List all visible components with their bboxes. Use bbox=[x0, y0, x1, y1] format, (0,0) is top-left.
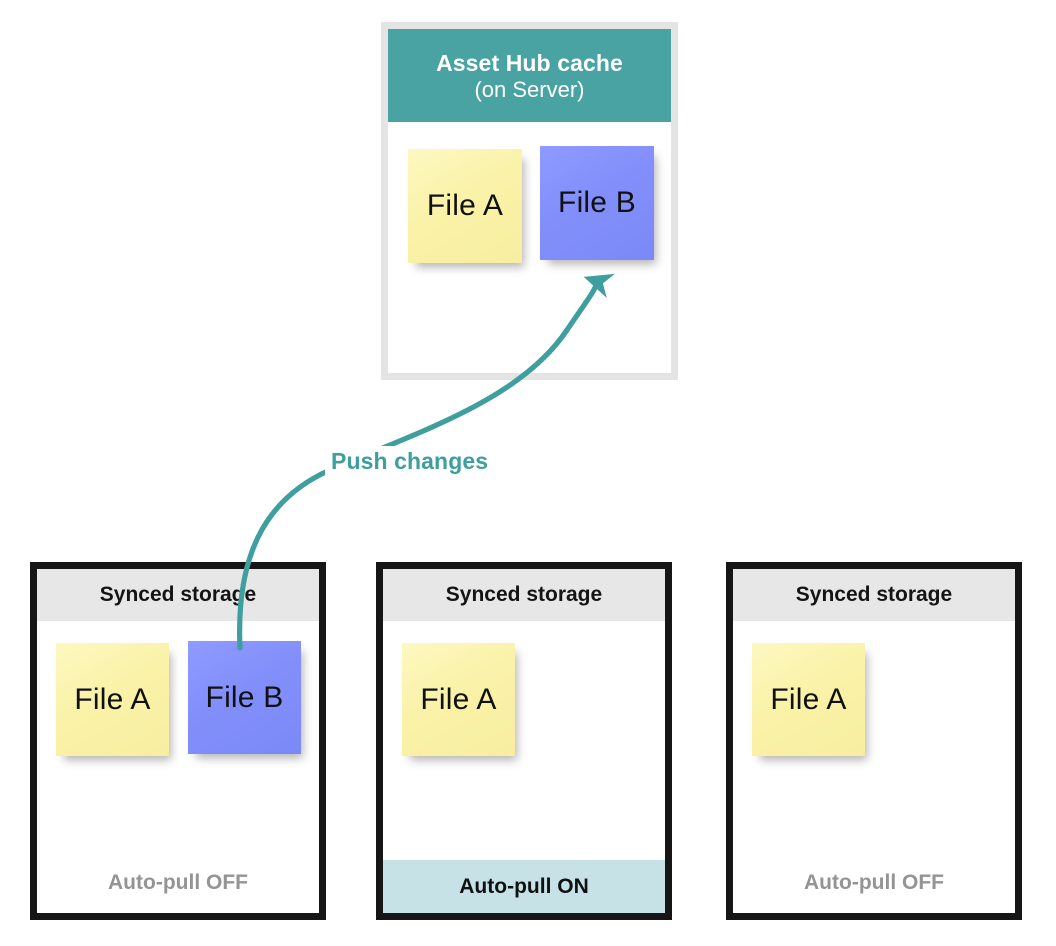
synced-storage-2-header: Synced storage bbox=[383, 569, 665, 621]
storage-1-note-file-a-label: File A bbox=[74, 682, 151, 716]
storage-1-auto-pull-status: Auto-pull OFF bbox=[108, 871, 248, 894]
storage-3-auto-pull-status: Auto-pull OFF bbox=[804, 871, 944, 894]
synced-storage-box-3: Synced storage File A Auto-pull OFF bbox=[726, 562, 1022, 920]
hub-note-file-a[interactable]: File A bbox=[408, 149, 522, 263]
storage-3-note-file-a-label: File A bbox=[770, 682, 847, 716]
hub-note-file-b-label: File B bbox=[558, 186, 636, 219]
synced-storage-2-body: File A bbox=[383, 621, 665, 860]
asset-hub-cache-header: Asset Hub cache (on Server) bbox=[388, 29, 671, 122]
asset-hub-cache-panel: Asset Hub cache (on Server) File A File … bbox=[381, 22, 678, 380]
asset-hub-cache-title: Asset Hub cache bbox=[436, 50, 623, 77]
push-changes-label: Push changes bbox=[325, 446, 495, 477]
synced-storage-box-1: Synced storage File A File B Auto-pull O… bbox=[30, 562, 326, 920]
synced-storage-3-body: File A bbox=[733, 621, 1015, 853]
synced-storage-1-header: Synced storage bbox=[37, 569, 319, 621]
storage-2-auto-pull-status: Auto-pull ON bbox=[383, 860, 665, 913]
storage-2-note-file-a-label: File A bbox=[420, 682, 497, 716]
synced-storage-box-2: Synced storage File A Auto-pull ON bbox=[376, 562, 672, 920]
storage-3-note-file-a[interactable]: File A bbox=[752, 643, 865, 756]
hub-note-file-a-label: File A bbox=[426, 189, 504, 222]
storage-2-note-file-a[interactable]: File A bbox=[402, 643, 515, 756]
synced-storage-3-header: Synced storage bbox=[733, 569, 1015, 621]
asset-hub-cache-subtitle: (on Server) bbox=[474, 77, 585, 103]
storage-1-note-file-b-label: File B bbox=[205, 680, 284, 714]
synced-storage-1-body: File A File B bbox=[37, 621, 319, 853]
hub-note-file-b[interactable]: File B bbox=[540, 146, 654, 260]
storage-1-note-file-b[interactable]: File B bbox=[188, 641, 301, 754]
asset-hub-cache-body: File A File B bbox=[388, 122, 671, 373]
storage-1-note-file-a[interactable]: File A bbox=[56, 643, 169, 756]
